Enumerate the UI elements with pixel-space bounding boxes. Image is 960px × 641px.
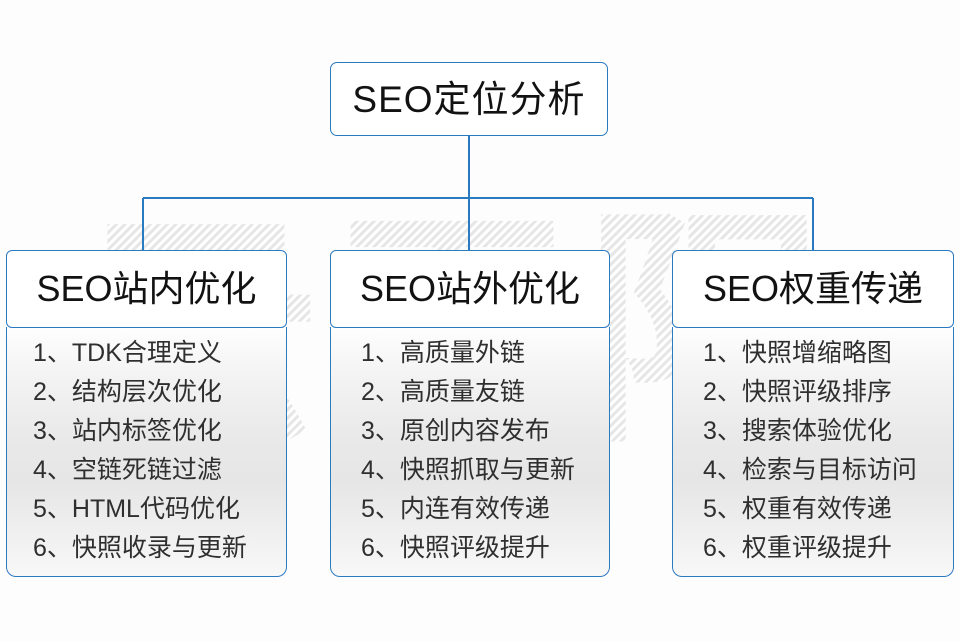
branch-item-list: 1、 TDK合理定义 2、 结构层次优化 3、 站内标签优化 4、 空链死链过滤… bbox=[6, 326, 287, 577]
list-item: 5、 HTML代码优化 bbox=[7, 490, 286, 529]
list-item-label: 高质量友链 bbox=[399, 378, 525, 406]
list-item: 3、 原创内容发布 bbox=[331, 412, 609, 451]
root-node[interactable]: SEO定位分析 bbox=[330, 62, 608, 136]
list-item-index: 5、 bbox=[361, 495, 400, 523]
list-item-index: 3、 bbox=[703, 417, 742, 445]
list-item-index: 1、 bbox=[361, 339, 400, 367]
branch-header-seo-onsite[interactable]: SEO站内优化 bbox=[6, 250, 287, 328]
branch-header-title: SEO权重传递 bbox=[702, 268, 924, 309]
list-item-label: 快照评级排序 bbox=[741, 378, 892, 406]
branch-item-list: 1、 快照增缩略图 2、 快照评级排序 3、 搜索体验优化 4、 检索与目标访问… bbox=[672, 326, 954, 577]
list-item: 5、 权重有效传递 bbox=[673, 490, 953, 529]
list-item-label: 空链死链过滤 bbox=[71, 456, 222, 484]
list-item: 1、 高质量外链 bbox=[331, 334, 609, 373]
list-item-index: 5、 bbox=[33, 495, 72, 523]
list-item-index: 3、 bbox=[33, 417, 72, 445]
list-item-index: 5、 bbox=[703, 495, 742, 523]
branch-column-seo-weight: SEO权重传递 1、 快照增缩略图 2、 快照评级排序 3、 搜索体验优化 4、… bbox=[672, 250, 954, 577]
list-item-index: 3、 bbox=[361, 417, 400, 445]
list-item-label: TDK合理定义 bbox=[71, 339, 222, 367]
list-item-label: 快照评级提升 bbox=[399, 534, 550, 562]
list-item-label: HTML代码优化 bbox=[71, 495, 240, 523]
list-item: 4、 空链死链过滤 bbox=[7, 451, 286, 490]
branch-column-seo-offsite: SEO站外优化 1、 高质量外链 2、 高质量友链 3、 原创内容发布 4、 快… bbox=[330, 250, 610, 577]
list-item-label: 快照增缩略图 bbox=[741, 339, 892, 367]
branch-item-list: 1、 高质量外链 2、 高质量友链 3、 原创内容发布 4、 快照抓取与更新 5… bbox=[330, 326, 610, 577]
list-item: 6、 权重评级提升 bbox=[673, 529, 953, 568]
list-item: 4、 检索与目标访问 bbox=[673, 451, 953, 490]
list-item-label: 高质量外链 bbox=[399, 339, 525, 367]
list-item-label: 快照收录与更新 bbox=[71, 534, 247, 562]
list-item-label: 检索与目标访问 bbox=[741, 456, 917, 484]
list-item: 3、 搜索体验优化 bbox=[673, 412, 953, 451]
branch-column-seo-onsite: SEO站内优化 1、 TDK合理定义 2、 结构层次优化 3、 站内标签优化 4… bbox=[6, 250, 287, 577]
list-item-index: 6、 bbox=[361, 534, 400, 562]
branch-header-seo-offsite[interactable]: SEO站外优化 bbox=[330, 250, 610, 328]
branch-header-seo-weight[interactable]: SEO权重传递 bbox=[672, 250, 954, 328]
list-item-index: 2、 bbox=[33, 378, 72, 406]
list-item-index: 4、 bbox=[33, 456, 72, 484]
list-item-index: 2、 bbox=[703, 378, 742, 406]
branch-header-title: SEO站内优化 bbox=[36, 268, 257, 309]
list-item: 2、 高质量友链 bbox=[331, 373, 609, 412]
list-item: 2、 快照评级排序 bbox=[673, 373, 953, 412]
branch-header-title: SEO站外优化 bbox=[359, 268, 581, 309]
list-item-index: 1、 bbox=[33, 339, 72, 367]
list-item-index: 4、 bbox=[361, 456, 400, 484]
list-item: 2、 结构层次优化 bbox=[7, 373, 286, 412]
list-item-index: 6、 bbox=[703, 534, 742, 562]
list-item-label: 权重有效传递 bbox=[741, 495, 892, 523]
list-item: 6、 快照评级提升 bbox=[331, 529, 609, 568]
list-item-label: 内连有效传递 bbox=[399, 495, 550, 523]
list-item: 1、 快照增缩略图 bbox=[673, 334, 953, 373]
list-item-index: 6、 bbox=[33, 534, 72, 562]
list-item: 4、 快照抓取与更新 bbox=[331, 451, 609, 490]
list-item-index: 4、 bbox=[703, 456, 742, 484]
list-item: 5、 内连有效传递 bbox=[331, 490, 609, 529]
list-item-index: 2、 bbox=[361, 378, 400, 406]
list-item-label: 权重评级提升 bbox=[741, 534, 892, 562]
list-item-label: 结构层次优化 bbox=[71, 378, 222, 406]
list-item-index: 1、 bbox=[703, 339, 742, 367]
root-node-title: SEO定位分析 bbox=[352, 78, 586, 120]
list-item: 1、 TDK合理定义 bbox=[7, 334, 286, 373]
list-item-label: 原创内容发布 bbox=[399, 417, 550, 445]
list-item-label: 站内标签优化 bbox=[71, 417, 222, 445]
list-item: 3、 站内标签优化 bbox=[7, 412, 286, 451]
list-item-label: 搜索体验优化 bbox=[741, 417, 892, 445]
list-item-label: 快照抓取与更新 bbox=[399, 456, 575, 484]
list-item: 6、 快照收录与更新 bbox=[7, 529, 286, 568]
